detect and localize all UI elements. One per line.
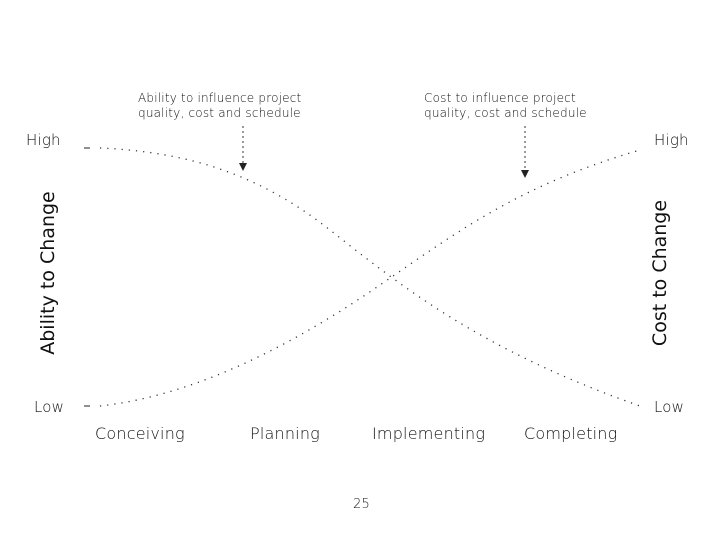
phase-completing: Completing xyxy=(524,424,618,443)
page-number: 25 xyxy=(353,497,370,512)
right-low-label: Low xyxy=(654,398,685,416)
ability-annotation: Ability to influence project quality, co… xyxy=(138,91,302,120)
phase-implementing: Implementing xyxy=(372,424,486,443)
phase-conceiving: Conceiving xyxy=(95,424,185,443)
right-axis-title: Cost to Change xyxy=(649,199,671,347)
right-high-label: High xyxy=(654,131,689,149)
left-high-label: High xyxy=(26,131,61,149)
cost-arrowhead-icon xyxy=(521,170,529,178)
cost-annotation: Cost to influence project quality, cost … xyxy=(424,91,587,120)
cost-to-change-curve xyxy=(99,149,641,407)
phase-planning: Planning xyxy=(250,424,320,443)
left-low-label: Low xyxy=(34,398,65,416)
left-axis-title: Ability to Change xyxy=(37,191,59,355)
ability-arrowhead-icon xyxy=(239,163,247,171)
ability-to-change-curve xyxy=(99,147,641,407)
